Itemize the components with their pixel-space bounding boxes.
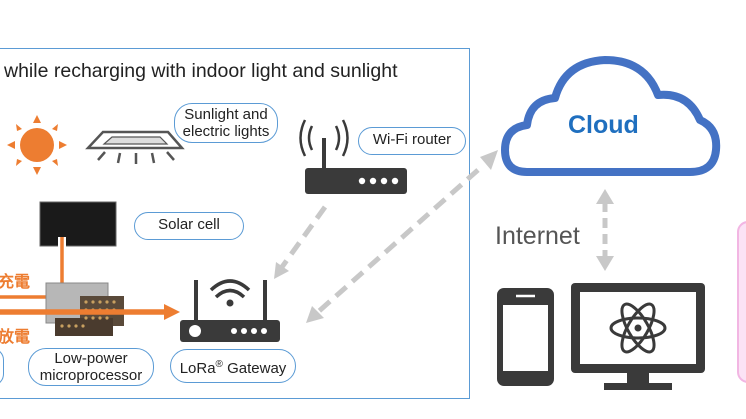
smartphone-icon: [497, 288, 554, 386]
sun-icon: [7, 115, 67, 175]
gateway-label-main: LoRa: [179, 360, 216, 377]
pink-panel-edge: [737, 221, 746, 383]
wifi-router-label: Wi-Fi router: [358, 127, 466, 155]
lora-gateway-icon: [180, 279, 280, 342]
internet-label: Internet: [495, 222, 580, 250]
gateway-label: LoRa® Gateway: [170, 349, 296, 383]
gateway-label-reg: ®: [215, 359, 223, 370]
cloud-to-gateway-arrow: [316, 168, 480, 314]
discharge-arrow: [0, 304, 180, 320]
microprocessor-label: Low-power microprocessor: [28, 348, 154, 386]
atom-icon: [609, 302, 667, 354]
solar-cell-icon: [39, 201, 117, 247]
light-source-label: Sunlight and electric lights: [174, 103, 278, 143]
charge-label: 充電: [0, 272, 31, 291]
system-panel: [0, 48, 470, 399]
solar-cell-label: Solar cell: [134, 212, 244, 240]
ceiling-light-icon: [85, 130, 185, 164]
router-to-gateway-arrow: [279, 205, 328, 269]
discharge-label: 放電: [0, 327, 31, 346]
wifi-router-icon: [299, 119, 407, 194]
gateway-label-tail: Gateway: [222, 360, 287, 377]
cloud-label: Cloud: [568, 111, 639, 139]
panel-title: while recharging with indoor light and s…: [4, 60, 398, 82]
cloud-icon: [501, 56, 721, 176]
